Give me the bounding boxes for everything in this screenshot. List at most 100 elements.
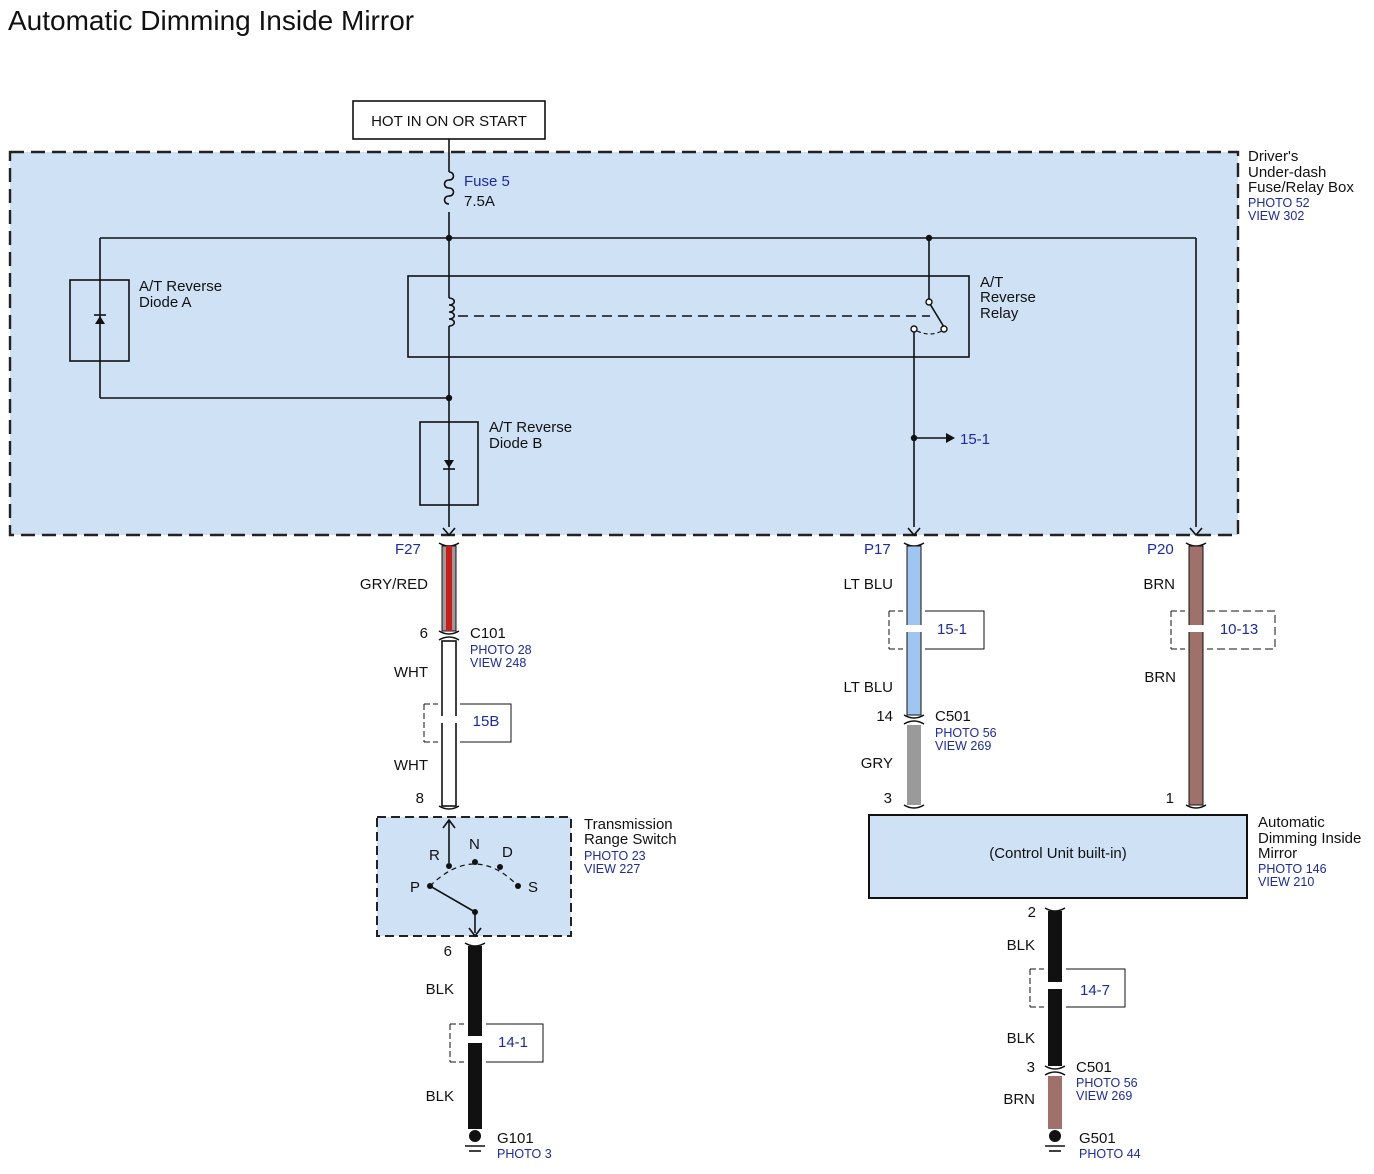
page-break-bracket	[925, 610, 985, 650]
wire-gry	[907, 725, 921, 805]
position-contact-s	[515, 883, 521, 889]
wire-label-wht-bottom: WHT	[394, 757, 428, 774]
relay-contact-link	[916, 330, 943, 335]
wire-brn	[1188, 545, 1204, 806]
wire-break	[1044, 982, 1066, 989]
c101-view[interactable]: VIEW 248	[470, 656, 526, 670]
trans-switch-view[interactable]: VIEW 227	[584, 862, 640, 876]
diagram-title: Automatic Dimming Inside Mirror	[8, 5, 414, 36]
ground-icon	[1049, 1130, 1061, 1142]
position-r: R	[429, 847, 440, 864]
terminal-arrow-icon	[442, 527, 456, 537]
diode-b-label-1: A/T Reverse	[489, 419, 572, 436]
arrow-up-icon	[442, 818, 456, 829]
wire-label-gry-red: GRY/RED	[360, 576, 428, 593]
connector-cap	[1185, 804, 1207, 809]
g101-name: G101	[497, 1130, 534, 1147]
connector-c101-top	[438, 630, 460, 635]
position-s: S	[528, 879, 538, 896]
wire-label-blk-left-bottom: BLK	[426, 1088, 454, 1105]
g101-photo[interactable]: PHOTO 3	[497, 1147, 552, 1161]
wire-label-wht-top: WHT	[394, 664, 428, 681]
wire-wht	[441, 640, 457, 807]
c501-bottom-name: C501	[1076, 1059, 1112, 1076]
arrow-icon	[946, 433, 955, 443]
connector-c501-bottom-top	[1044, 1065, 1066, 1070]
connector-c501-bottom-bottom	[1044, 1071, 1066, 1076]
position-contact-d	[497, 864, 503, 870]
g501-photo[interactable]: PHOTO 44	[1079, 1147, 1141, 1161]
c501-bottom-view[interactable]: VIEW 269	[1076, 1089, 1132, 1103]
trans-switch-pin-out: 6	[444, 943, 452, 960]
c101-photo[interactable]: PHOTO 28	[470, 643, 532, 657]
wire-brn-bottom	[1048, 1076, 1062, 1129]
terminal-p20: P20	[1147, 541, 1174, 558]
position-contact-r	[446, 863, 452, 869]
arrow-down-icon	[468, 927, 482, 938]
splice-dot	[445, 234, 453, 242]
fuse-relay-box	[8, 150, 1240, 537]
c501-bottom-pin: 3	[1027, 1059, 1035, 1076]
c501-top-pin-bottom: 3	[884, 790, 892, 807]
connector-cap	[438, 805, 460, 810]
terminal-arrow-icon	[907, 527, 921, 537]
c501-top-name: C501	[935, 708, 971, 725]
mirror-view[interactable]: VIEW 210	[1258, 875, 1314, 889]
page-ref-10-13[interactable]: 10-13	[1220, 621, 1258, 638]
mirror-photo[interactable]: PHOTO 146	[1258, 862, 1327, 876]
c501-top-view[interactable]: VIEW 269	[935, 739, 991, 753]
wire-break	[464, 1036, 486, 1043]
mirror-inner-label: (Control Unit built-in)	[989, 845, 1127, 862]
fuse-box-label-1: Driver's	[1248, 148, 1298, 165]
power-source-box	[352, 100, 546, 140]
page-break-bracket	[486, 1023, 544, 1063]
mirror-box	[868, 814, 1248, 899]
trans-switch-photo[interactable]: PHOTO 23	[584, 849, 646, 863]
wire-label-blk-right-bottom: BLK	[1007, 1030, 1035, 1047]
diode-a-label-1: A/T Reverse	[139, 278, 222, 295]
wire-break	[1185, 625, 1207, 632]
relay-switch-arm	[929, 303, 945, 328]
fuse-box-photo[interactable]: PHOTO 52	[1248, 196, 1310, 210]
c501-bottom-photo[interactable]: PHOTO 56	[1076, 1076, 1138, 1090]
connector-c501-bottom	[903, 720, 925, 725]
fuse-box-label-3: Fuse/Relay Box	[1248, 179, 1354, 196]
fuse-name[interactable]: Fuse 5	[464, 173, 510, 190]
page-break-bracket	[1066, 968, 1126, 1008]
trans-switch-pin-in: 8	[416, 790, 424, 807]
wire-label-lt-blu-top: LT BLU	[844, 576, 893, 593]
page-ref-14-1[interactable]: 14-1	[498, 1034, 528, 1051]
terminal-arrow-icon	[1189, 527, 1203, 537]
mirror-label-3: Mirror	[1258, 845, 1297, 862]
fuse-box-label-2: Under-dash	[1248, 164, 1326, 181]
wire-break	[438, 716, 460, 723]
wire-label-blk-left-top: BLK	[426, 981, 454, 998]
position-n: N	[469, 836, 480, 853]
c501-top-pin-top: 14	[876, 708, 893, 725]
connector-c501-top	[903, 714, 925, 719]
c501-top-photo[interactable]: PHOTO 56	[935, 726, 997, 740]
page-break-bracket	[1029, 968, 1044, 1008]
fuse-box-view[interactable]: VIEW 302	[1248, 209, 1304, 223]
c101-pin-top: 6	[420, 625, 428, 642]
relay-box	[407, 275, 970, 358]
mirror-label-1: Automatic	[1258, 814, 1325, 831]
selector-arm	[429, 885, 476, 913]
mirror-pin-in: 1	[1166, 790, 1174, 807]
relay-page-ref[interactable]: 15-1	[960, 431, 990, 448]
mirror-pin-out: 2	[1028, 904, 1036, 921]
power-source-label: HOT IN ON OR START	[371, 113, 527, 130]
trans-range-switch-box	[376, 816, 572, 937]
page-ref-15-1[interactable]: 15-1	[937, 621, 967, 638]
g501-name: G501	[1079, 1130, 1116, 1147]
page-ref-14-7[interactable]: 14-7	[1080, 982, 1110, 999]
fuse-rating: 7.5A	[464, 193, 495, 210]
wire-label-brn-top: BRN	[1143, 576, 1175, 593]
trans-switch-label-1: Transmission	[584, 816, 673, 833]
mirror-label-2: Dimming Inside	[1258, 830, 1361, 847]
wire-label-lt-blu-bottom: LT BLU	[844, 679, 893, 696]
page-ref-15b[interactable]: 15B	[473, 713, 500, 730]
relay-coil	[448, 297, 456, 327]
diode-a-label-2: Diode A	[139, 294, 192, 311]
